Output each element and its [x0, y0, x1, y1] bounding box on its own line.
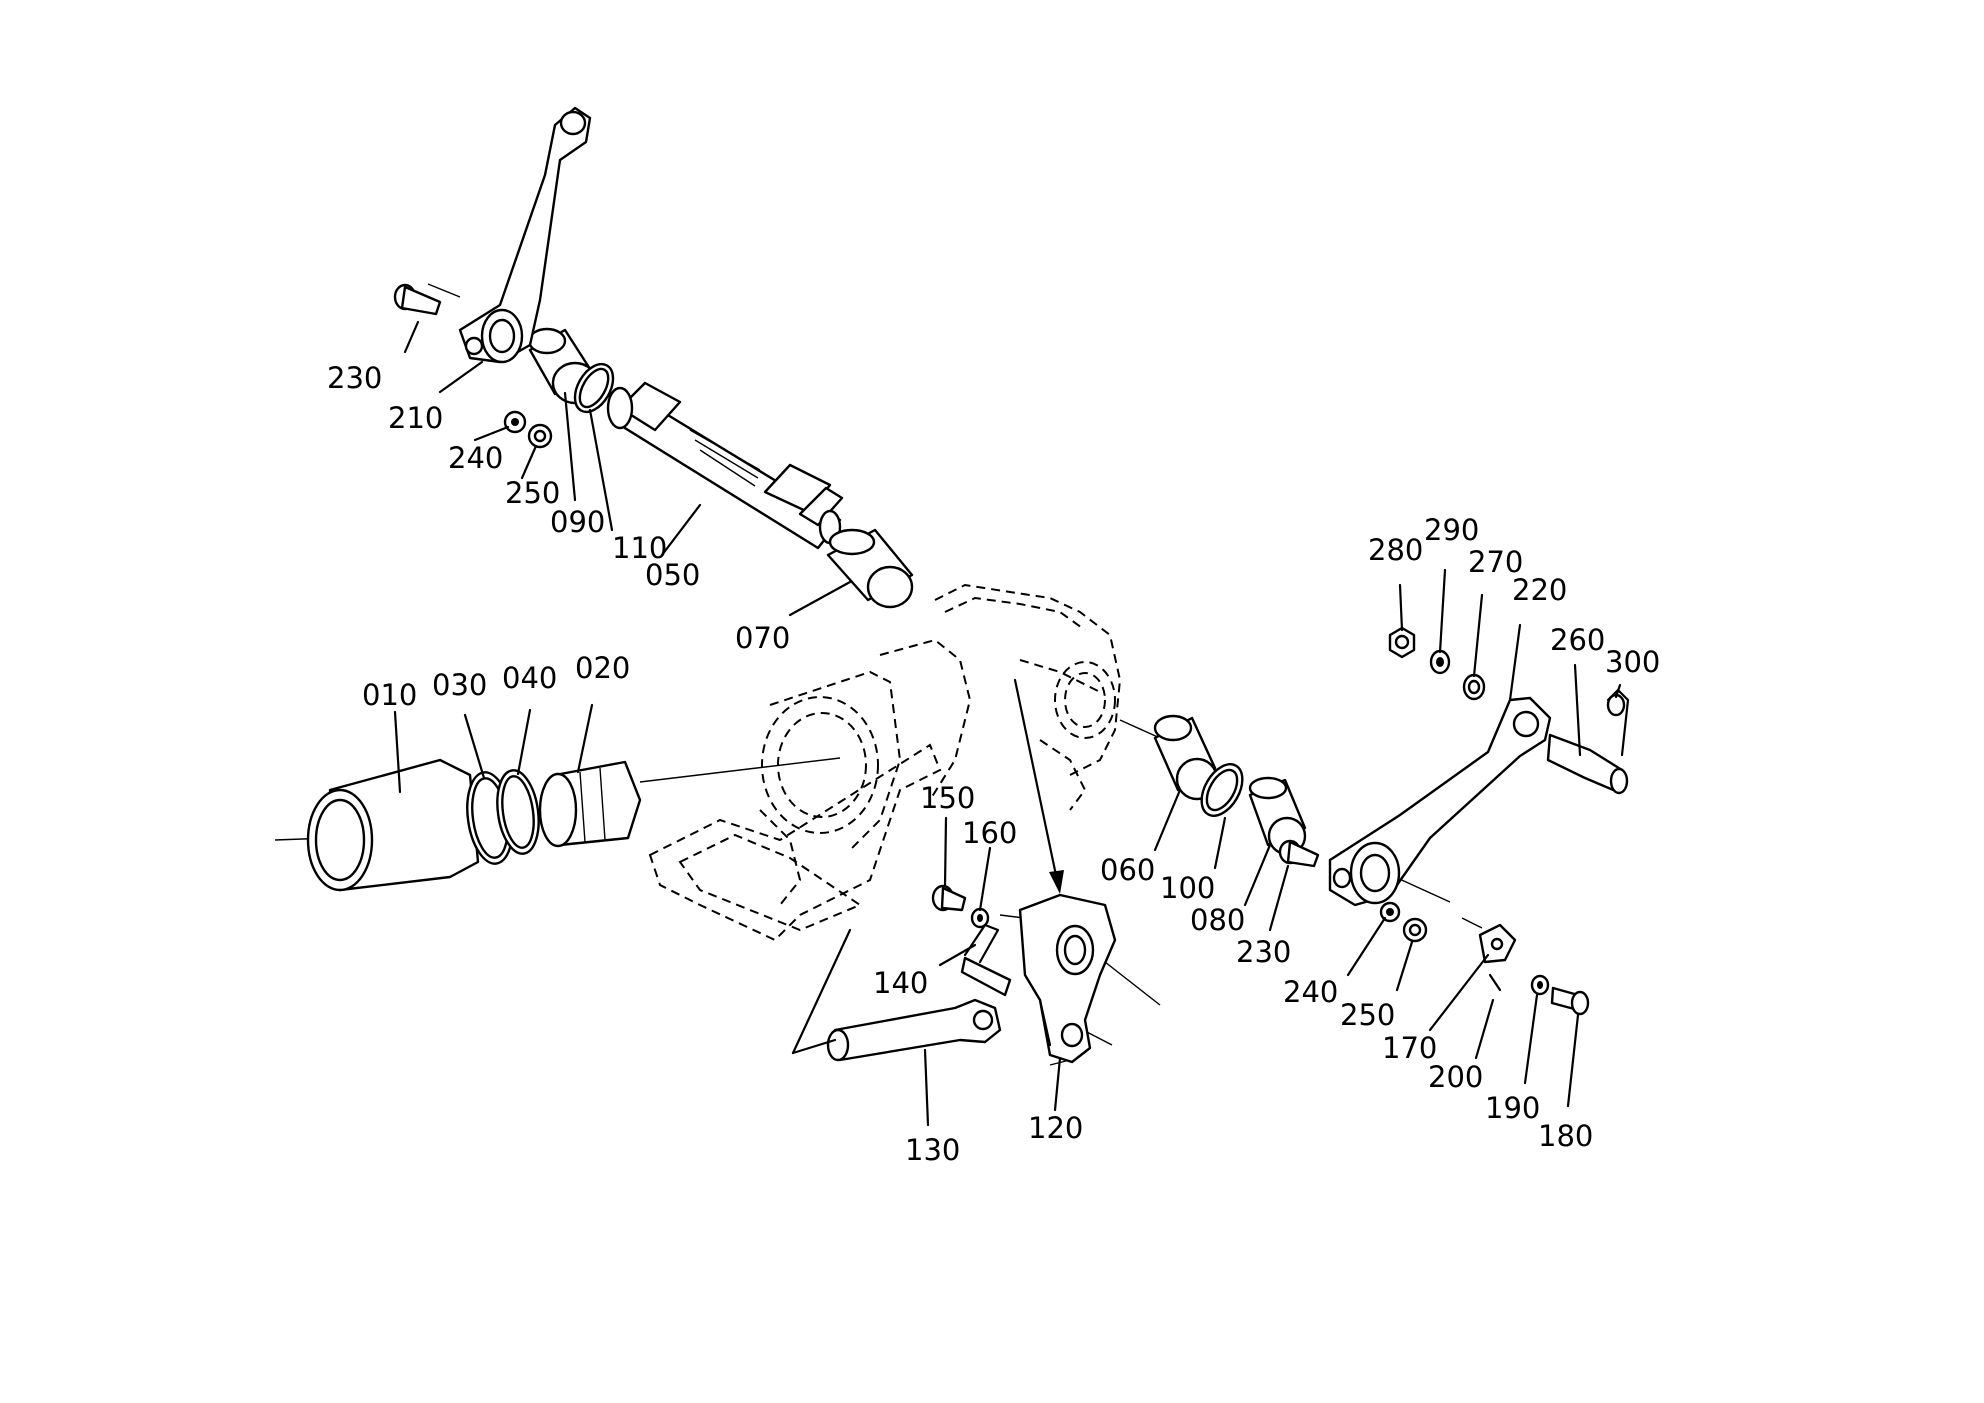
washer-190 [1530, 974, 1550, 996]
label-060: 060 [1100, 853, 1155, 887]
label-180: 180 [1538, 1119, 1593, 1153]
bolt-180 [1550, 986, 1590, 1016]
label-140: 140 [873, 966, 928, 1000]
label-230-right: 230 [1236, 935, 1291, 969]
washer-240-left [503, 410, 527, 434]
label-030: 030 [432, 668, 487, 702]
bolt-230-left [393, 283, 442, 316]
label-050: 050 [645, 558, 700, 592]
seal-ring-040 [496, 769, 540, 855]
bolt-230-right [1278, 839, 1320, 868]
bracket-170 [1478, 923, 1517, 964]
piston-020 [538, 760, 642, 848]
o-ring-110 [573, 362, 615, 414]
label-070: 070 [735, 621, 790, 655]
label-190: 190 [1485, 1091, 1540, 1125]
callout-leader-lines [393, 320, 1622, 1127]
cylinder-010 [306, 758, 480, 892]
o-ring-100 [1200, 763, 1244, 817]
clip-300 [1606, 688, 1630, 757]
washer-240-right [1379, 901, 1401, 923]
label-240-left: 240 [448, 441, 503, 475]
assembly-direction-arrow [1013, 678, 1064, 894]
label-020: 020 [575, 651, 630, 685]
nut-250-left [527, 423, 553, 449]
label-150: 150 [920, 781, 975, 815]
shaft-050 [606, 381, 844, 550]
label-250-left: 250 [505, 476, 560, 510]
lock-washer-290 [1429, 649, 1451, 675]
label-170: 170 [1382, 1031, 1437, 1065]
label-250-right: 250 [1340, 998, 1395, 1032]
label-130: 130 [905, 1133, 960, 1167]
bushing-080 [1248, 776, 1307, 856]
label-010: 010 [362, 678, 417, 712]
label-240-right: 240 [1283, 975, 1338, 1009]
lift-arm-210 [458, 106, 592, 364]
label-270: 270 [1468, 545, 1523, 579]
bolt-150 [931, 884, 967, 912]
label-080: 080 [1190, 903, 1245, 937]
link-140 [960, 923, 1012, 997]
label-090: 090 [550, 505, 605, 539]
label-280: 280 [1368, 533, 1423, 567]
label-160: 160 [962, 816, 1017, 850]
label-300: 300 [1605, 645, 1660, 679]
label-040: 040 [502, 661, 557, 695]
washer-270 [1462, 673, 1486, 701]
pin-260 [1546, 733, 1629, 795]
transmission-housing-outline [648, 583, 1122, 942]
label-120: 120 [1028, 1111, 1083, 1145]
lift-arm-220 [1328, 696, 1552, 907]
label-110: 110 [612, 531, 667, 565]
label-230-left: 230 [327, 361, 382, 395]
part-number-labels: 230 210 240 250 090 110 050 070 010 030 … [327, 361, 1660, 1167]
spring-pin-200 [1488, 973, 1502, 992]
nut-280 [1388, 626, 1416, 659]
label-260: 260 [1550, 623, 1605, 657]
label-200: 200 [1428, 1060, 1483, 1094]
label-210: 210 [388, 401, 443, 435]
label-220: 220 [1512, 573, 1567, 607]
label-100: 100 [1160, 871, 1215, 905]
washer-160 [970, 907, 990, 929]
label-290: 290 [1424, 513, 1479, 547]
arm-120 [1018, 893, 1117, 1064]
bushing-070 [826, 528, 914, 609]
lever-130 [826, 998, 1002, 1062]
nut-250-right [1402, 917, 1428, 943]
